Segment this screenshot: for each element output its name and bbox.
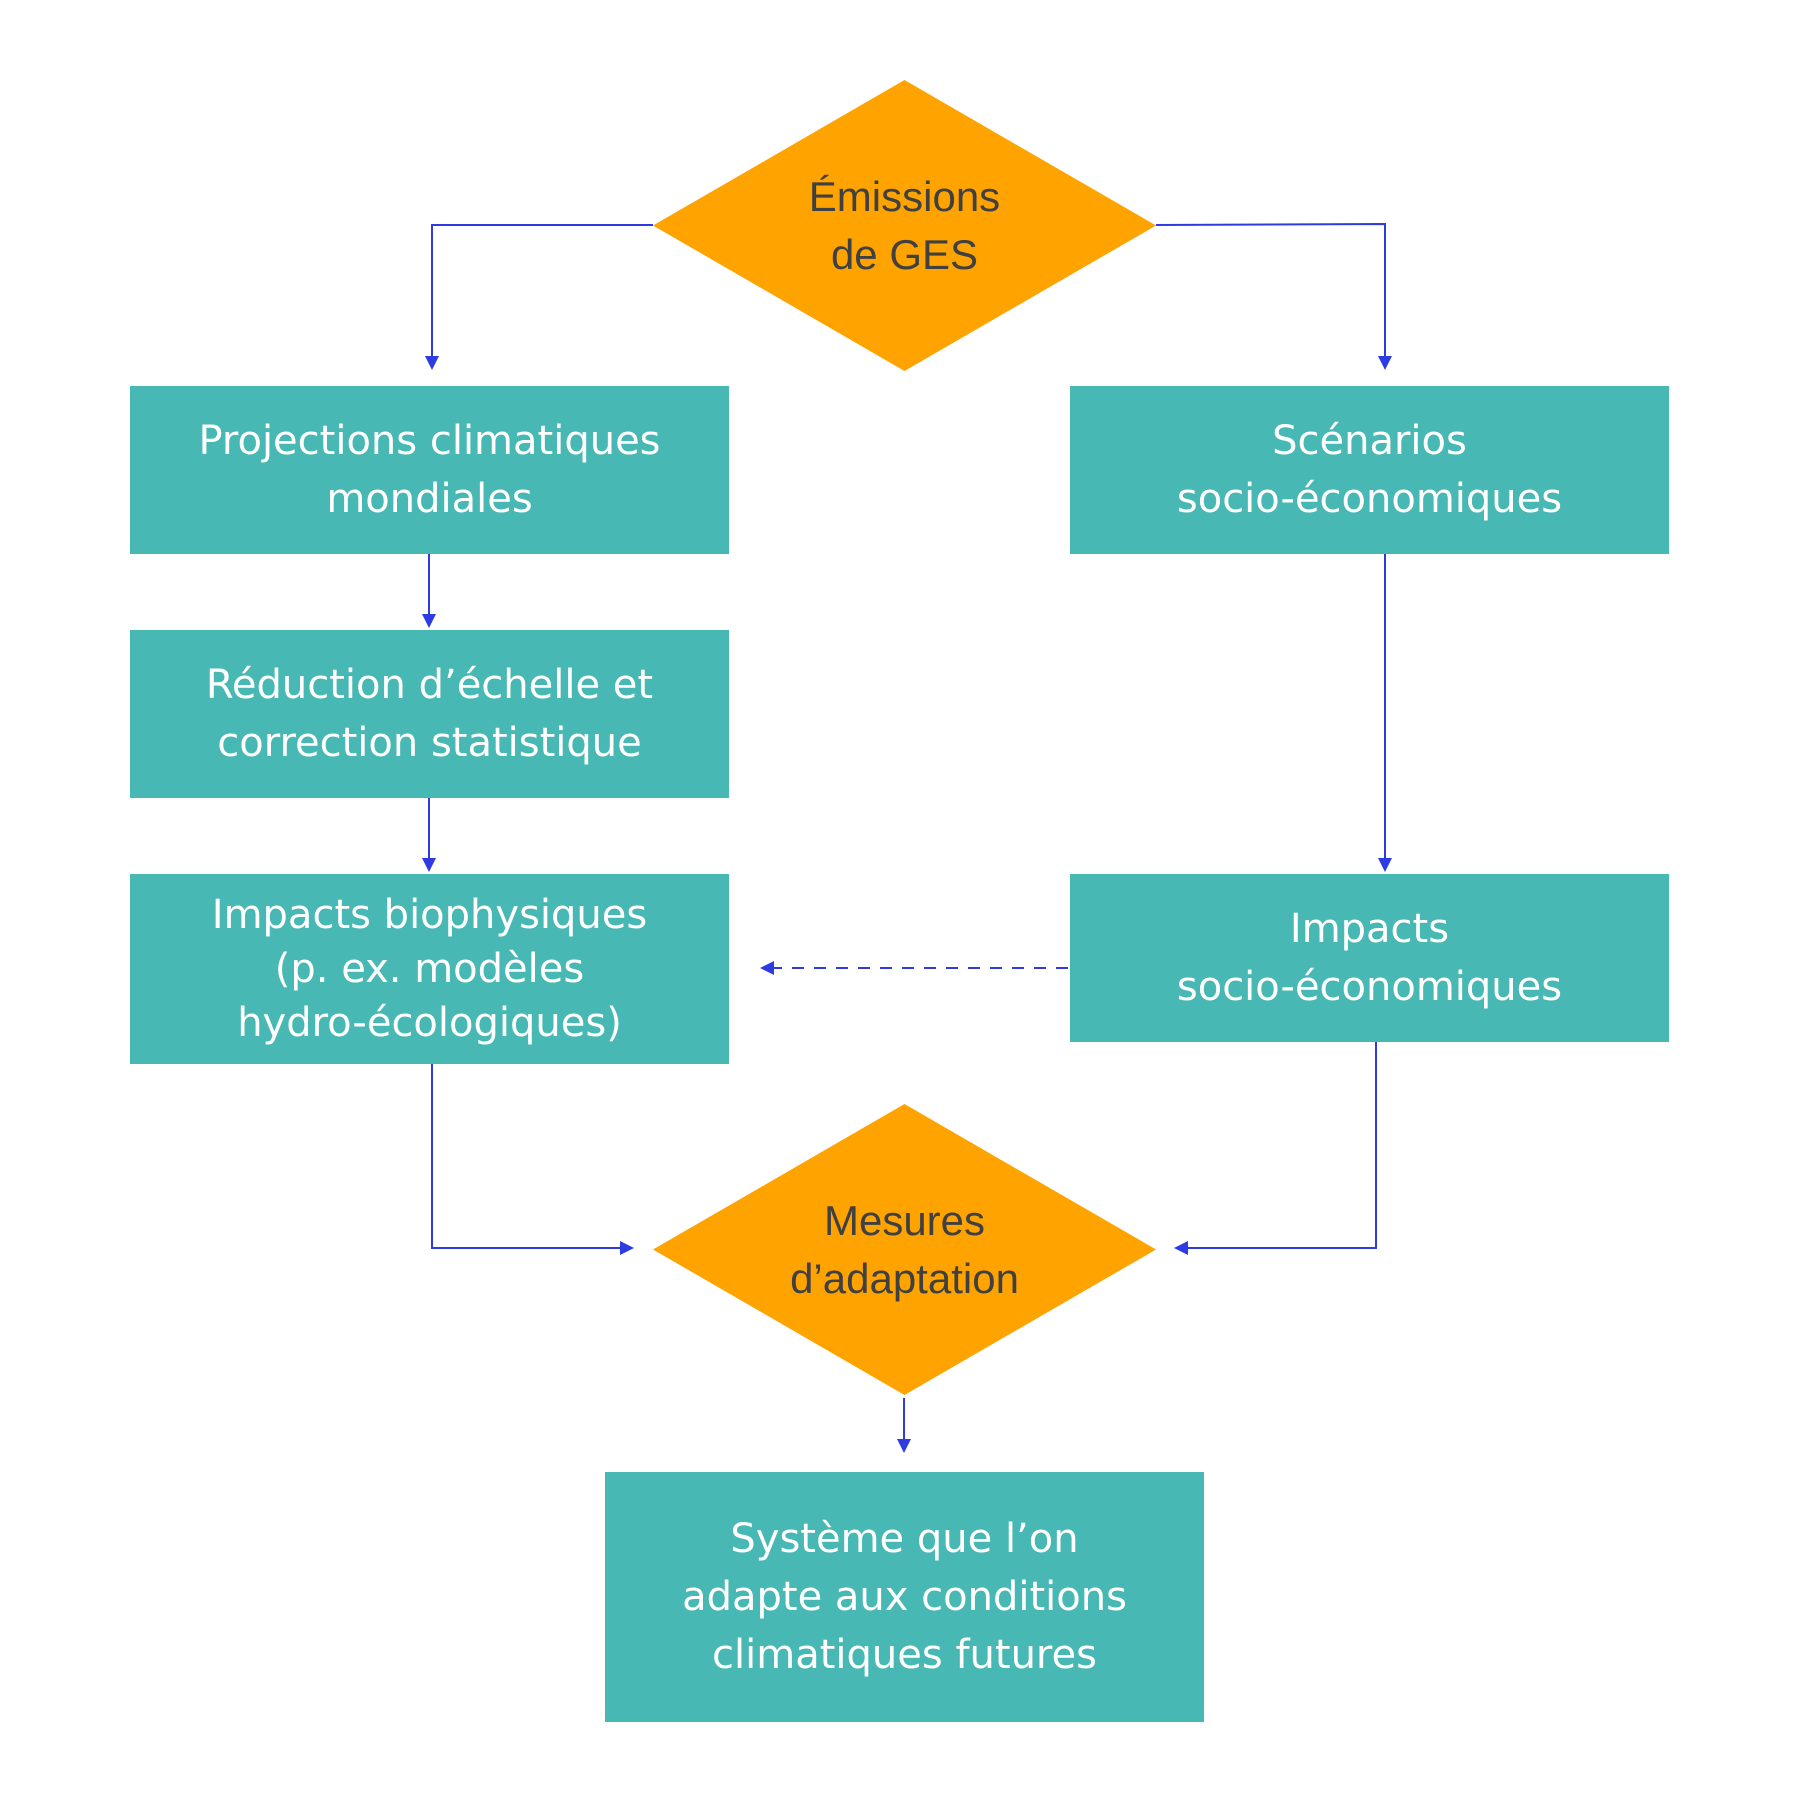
- diamond-shape: [653, 1104, 1156, 1395]
- projections-climatiques-label: Projections climatiques mondiales: [198, 418, 661, 522]
- scenarios-socio-economiques-box: Scénarios socio-économiques: [1070, 386, 1669, 554]
- impacts-biophysiques-box: Impacts biophysiques (p. ex. modèles hyd…: [130, 874, 729, 1064]
- impacts-socio-economiques-label: Impacts socio-économiques: [1176, 906, 1563, 1010]
- mesures-adaptation-label: Mesures d’adaptation: [790, 1196, 1019, 1302]
- emissions-ges-decision: Émissions de GES: [653, 80, 1156, 371]
- edge-emissions-to-scenarios: [1155, 222, 1392, 370]
- systeme-adapte-label: Système que l’on adapte aux conditions c…: [682, 1516, 1127, 1678]
- impacts-biophysiques-label: Impacts biophysiques (p. ex. modèles hyd…: [211, 892, 648, 1046]
- projections-climatiques-box: Projections climatiques mondiales: [130, 386, 729, 554]
- reduction-echelle-label: Réduction d’échelle et correction statis…: [205, 662, 654, 766]
- edge-emissions-to-projections: [425, 224, 653, 370]
- diamond-shape: [653, 80, 1156, 371]
- emissions-ges-label: Émissions de GES: [808, 172, 1001, 278]
- systeme-adapte-box: Système que l’on adapte aux conditions c…: [605, 1472, 1204, 1722]
- reduction-echelle-box: Réduction d’échelle et correction statis…: [130, 630, 729, 798]
- scenarios-socio-economiques-label: Scénarios socio-économiques: [1176, 418, 1563, 522]
- mesures-adaptation-decision: Mesures d’adaptation: [653, 1104, 1156, 1395]
- edge-impacts-bio-to-mesures: [431, 1064, 634, 1255]
- edge-impacts-socio-to-mesures: [1174, 1042, 1377, 1255]
- impacts-socio-economiques-box: Impacts socio-économiques: [1070, 874, 1669, 1042]
